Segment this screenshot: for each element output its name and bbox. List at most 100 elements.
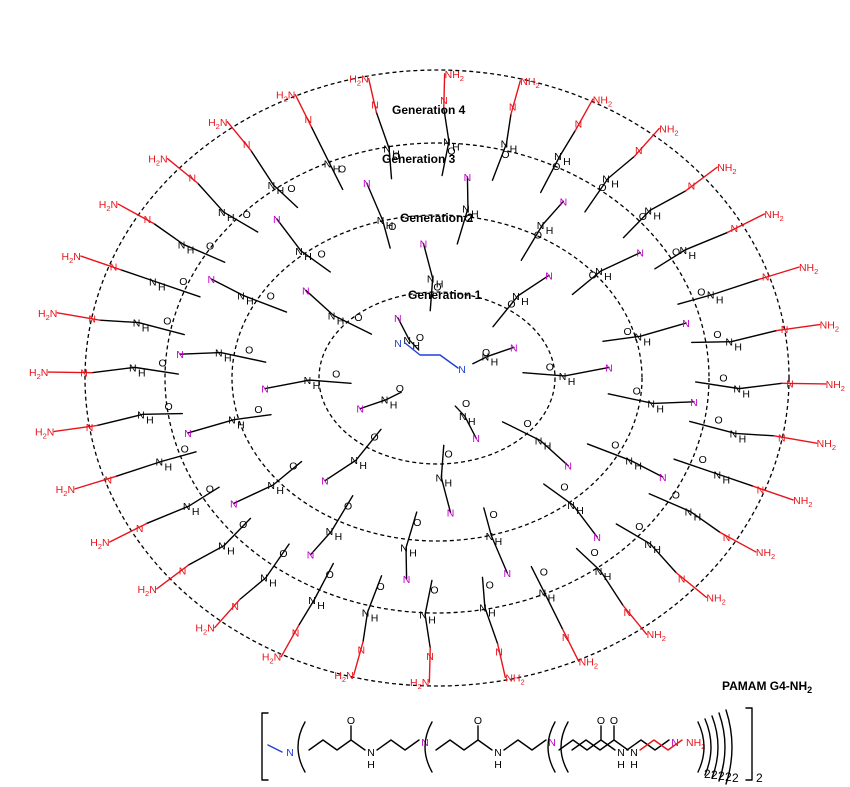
ethylenediamine-core: NN	[394, 338, 466, 376]
arm-bond	[472, 346, 515, 365]
carbonyl-oxygen: O	[388, 221, 396, 233]
terminal-amine: NH2	[717, 162, 736, 176]
amide-hydrogen: H	[164, 461, 172, 473]
arm-bond	[491, 113, 512, 181]
terminal-bond	[367, 77, 378, 113]
amide-nitrogen: N	[725, 337, 733, 349]
terminal-amine: NH2	[505, 672, 524, 686]
branch-nitrogen: N	[420, 238, 428, 250]
terminal-amide-nitrogen: N	[562, 632, 570, 644]
amide-hydrogen: H	[653, 544, 661, 556]
branch-nitrogen: N	[564, 461, 572, 473]
formula-open-paren	[424, 721, 433, 773]
arm-bond	[501, 421, 569, 467]
formula-chain-bond	[308, 739, 366, 751]
arm-bond	[324, 428, 382, 482]
amide-hydrogen: H	[371, 612, 379, 624]
terminal-amine: NH2	[659, 123, 678, 137]
formula-core-bond	[267, 744, 283, 753]
terminal-bond	[633, 127, 660, 158]
amide-nitrogen: N	[400, 543, 408, 555]
amide-hydrogen: H	[237, 420, 245, 432]
terminal-bond	[108, 522, 148, 543]
arm-bond	[187, 413, 272, 434]
terminal-amide-nitrogen: N	[426, 651, 434, 663]
terminal-amide-nitrogen: N	[86, 422, 94, 434]
carbonyl-oxygen: O	[206, 484, 214, 496]
amide-hydrogen: H	[227, 546, 235, 558]
terminal-bond	[47, 371, 93, 374]
carbonyl-oxygen: O	[715, 414, 723, 426]
branch-nitrogen: N	[230, 498, 238, 510]
amide-hydrogen: H	[445, 478, 453, 490]
formula-terminal-amine: NH2	[686, 737, 705, 751]
terminal-bond	[675, 571, 708, 598]
carbonyl-oxygen: O	[376, 581, 384, 593]
amide-hydrogen: H	[544, 441, 552, 453]
arm-bond	[359, 391, 402, 410]
terminal-bond	[117, 203, 155, 225]
amide-hydrogen: H	[138, 367, 146, 379]
terminal-bond	[53, 424, 99, 433]
terminal-amide-nitrogen: N	[575, 118, 583, 130]
arm-bond	[210, 278, 288, 313]
terminal-bond	[166, 158, 199, 185]
branch-nitrogen: N	[636, 248, 644, 260]
arm-bond	[520, 200, 565, 261]
terminal-amine: H2N	[334, 670, 353, 684]
terminal-amine: H2N	[410, 677, 429, 691]
generation-2-label: Generation 2	[400, 211, 474, 225]
formula-amide-hydrogen: H	[367, 759, 375, 771]
formula-amide-nitrogen: N	[367, 747, 375, 759]
amide-hydrogen: H	[495, 536, 503, 548]
formula-branch-nitrogen: N	[548, 737, 556, 749]
terminal-amine: H2N	[29, 367, 48, 381]
amide-nitrogen: N	[685, 507, 693, 519]
amide-nitrogen: N	[381, 395, 389, 407]
branch-nitrogen: N	[356, 404, 364, 416]
amide-hydrogen: H	[734, 342, 742, 354]
amide-hydrogen: H	[276, 485, 284, 497]
branch-nitrogen: N	[545, 270, 553, 282]
amide-nitrogen: N	[535, 436, 543, 448]
arm-bond	[571, 251, 641, 296]
amide-nitrogen: N	[634, 331, 642, 343]
amide-nitrogen: N	[237, 290, 245, 302]
amide-nitrogen: N	[403, 335, 411, 347]
amide-nitrogen: N	[482, 351, 490, 363]
branch-nitrogen: N	[307, 550, 315, 562]
formula-chain-bond	[435, 739, 493, 751]
generation-3-ring	[164, 142, 710, 614]
branch-nitrogen: N	[510, 342, 518, 354]
amide-nitrogen: N	[328, 310, 336, 322]
carbonyl-oxygen: O	[589, 270, 597, 282]
amide-nitrogen: N	[155, 456, 163, 468]
amide-hydrogen: H	[563, 156, 571, 168]
terminal-amine: NH2	[520, 76, 539, 90]
amide-nitrogen: N	[559, 371, 567, 383]
carbonyl-oxygen: O	[534, 229, 542, 241]
arm-bond	[153, 222, 226, 263]
amide-nitrogen: N	[427, 273, 435, 285]
branch-nitrogen: N	[503, 568, 511, 580]
amide-hydrogen: H	[390, 400, 398, 412]
amide-nitrogen: N	[567, 500, 575, 512]
amide-hydrogen: H	[224, 353, 232, 365]
terminal-bond	[56, 312, 101, 321]
amide-nitrogen: N	[595, 266, 603, 278]
formula-amide-nitrogen: N	[617, 747, 625, 759]
arm-bond	[362, 575, 383, 643]
carbonyl-oxygen: O	[392, 151, 400, 163]
amide-nitrogen: N	[149, 276, 157, 288]
carbonyl-oxygen: O	[430, 585, 438, 597]
amide-hydrogen: H	[333, 163, 341, 175]
carbonyl-oxygen: O	[713, 329, 721, 341]
terminal-bond	[214, 598, 241, 629]
terminal-amine: H2N	[35, 426, 54, 440]
arm-bond	[689, 420, 775, 437]
terminal-bond	[726, 213, 766, 234]
formula-close-bracket	[745, 707, 753, 781]
arm-bond	[250, 149, 299, 209]
terminal-bond	[280, 624, 300, 658]
amide-nitrogen: N	[595, 566, 603, 578]
